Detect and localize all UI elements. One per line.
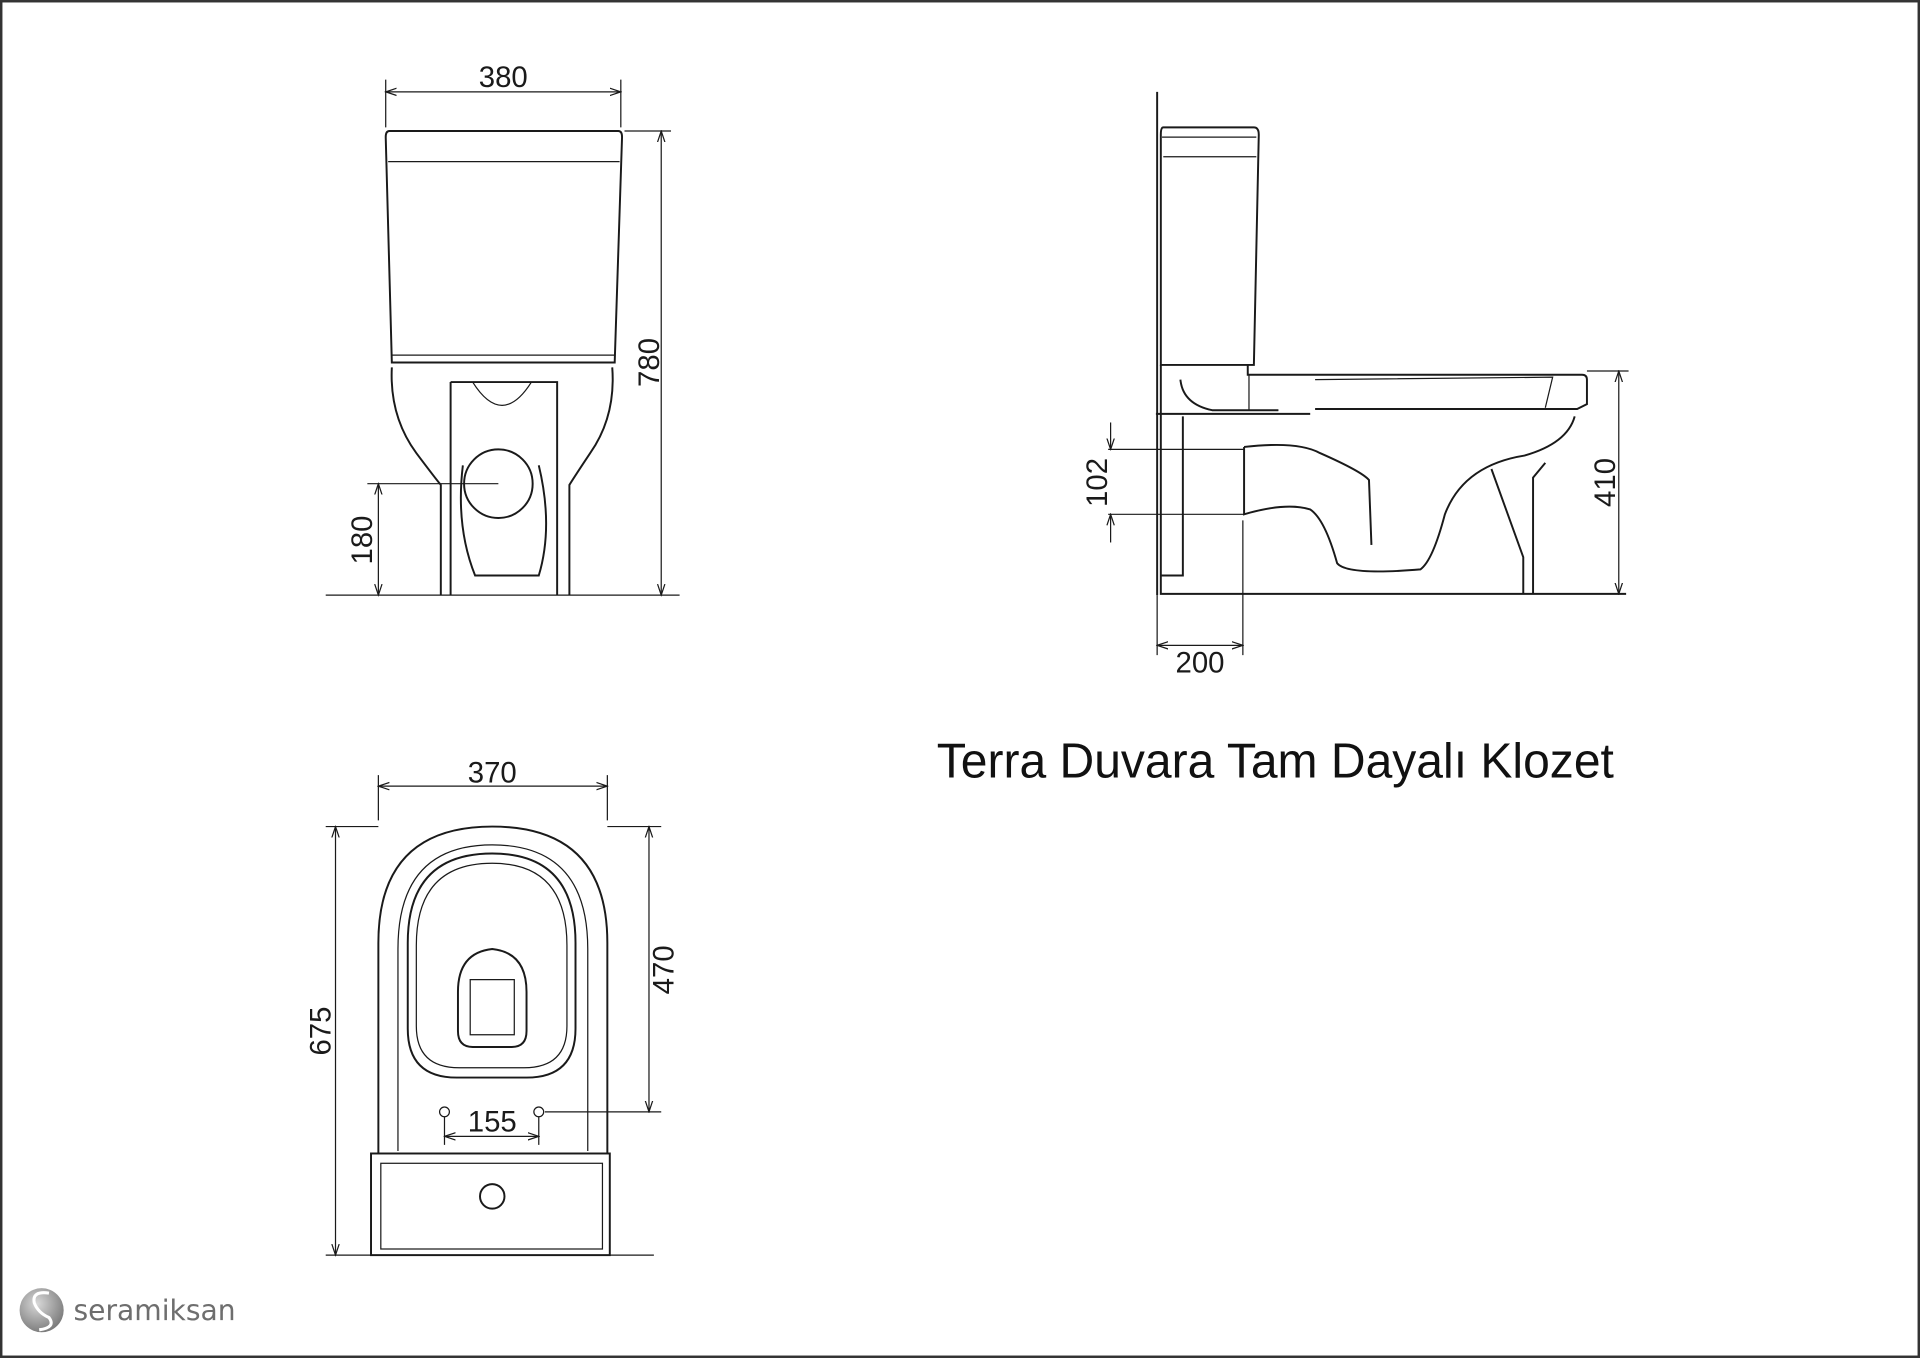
dimension-fixing-distance-label: 155 — [468, 1105, 517, 1138]
fixing-hole-left — [438, 1106, 450, 1118]
logo-mark-icon — [19, 1288, 64, 1333]
dimension-seat-height-label: 410 — [1589, 458, 1622, 507]
dimension-width-label: 380 — [479, 61, 528, 94]
dimension-outlet-diameter-label: 102 — [1081, 458, 1114, 507]
dimension-height-label: 780 — [633, 338, 666, 387]
dimension-length-label: 675 — [305, 1007, 338, 1056]
dimension-wall-distance-label: 200 — [1175, 646, 1224, 679]
front-view: 380 780 180 — [325, 61, 680, 595]
top-view: 370 675 470 155 — [305, 756, 680, 1255]
dimension-bowl-length-label: 470 — [647, 945, 680, 994]
brand-name: seramiksan — [73, 1294, 235, 1327]
side-view: 102 410 200 — [1081, 91, 1629, 679]
dimension-top-width-label: 370 — [468, 756, 517, 789]
product-title: Terra Duvara Tam Dayalı Klozet — [937, 735, 1615, 789]
fixing-hole-right — [533, 1106, 545, 1118]
dimension-outlet-height-label: 180 — [346, 516, 379, 565]
brand-logo: seramiksan — [19, 1288, 236, 1333]
